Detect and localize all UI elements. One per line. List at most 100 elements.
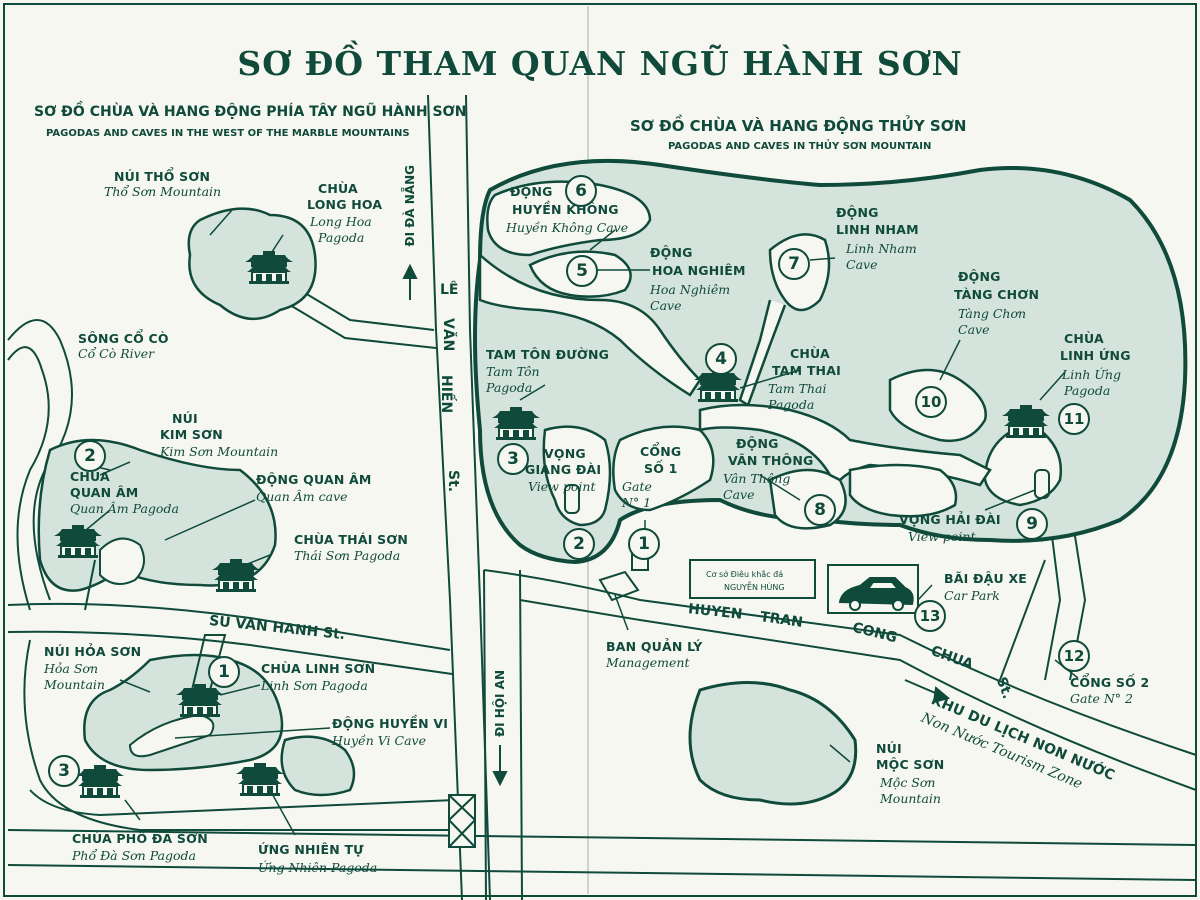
direction-arrows (402, 263, 951, 787)
label-linh-nham-vi2: LINH NHAM (836, 222, 919, 237)
road-west-loop-a (23, 639, 455, 831)
label-vong-giang-vi1: VỌNG (544, 446, 586, 461)
label-cong2-en: Gate N° 2 (1070, 691, 1133, 706)
label-tam-thai-vi2: TAM THAI (772, 363, 841, 378)
label-tang-chon-vi2: TÀNG CHƠN (954, 287, 1040, 302)
label-moc-son-vi1: NÚI (876, 741, 902, 756)
label-workshop1: Cơ sở Điêu khắc đá (706, 570, 784, 579)
label-parking-en: Car Park (944, 588, 1000, 603)
label-vong-hai-vi: VỌNG HẢI ĐÀI (899, 512, 1001, 527)
road-label-di-da-nang: ĐI ĐÀ NẴNG (403, 165, 417, 247)
marker-east-1: 1 (628, 528, 660, 560)
mountain-kim-son (37, 438, 277, 592)
road-label-di-hoi-an: ĐI HỘI AN (493, 670, 507, 737)
vong-hai-telescope (1034, 469, 1050, 499)
workshop-building (689, 559, 816, 599)
car-park-area (827, 564, 919, 614)
marker-west-1: 1 (208, 656, 240, 688)
label-vong-giang-en: View point (528, 479, 596, 494)
marker-east-8: 8 (804, 494, 836, 526)
label-van-thong-en2: Cave (723, 487, 755, 502)
marker-east-5: 5 (566, 255, 598, 287)
label-hoa-son-en2: Mountain (44, 677, 105, 692)
label-tang-chon-vi1: ĐỘNG (958, 269, 1001, 284)
label-kim-son-vi1: NÚI (172, 411, 198, 426)
label-linh-son-vi: CHÙA LINH SƠN (261, 661, 376, 676)
label-quan-am-pagoda-vi1: CHÙA (70, 469, 110, 484)
cave-huyen-vi-patch (128, 713, 215, 758)
label-long-hoa-en1: Long Hoa (310, 214, 372, 229)
marker-east-3: 3 (497, 443, 529, 475)
label-pho-da-son-vi: CHÙA PHỔ ĐÀ SƠN (72, 831, 208, 846)
label-linh-nham-vi1: ĐỘNG (836, 205, 879, 220)
east-heading-en: PAGODAS AND CAVES IN THỦY SƠN MOUNTAIN (668, 141, 932, 152)
label-hoa-nghiem-en2: Cave (650, 298, 682, 313)
pagoda-icon-tam-ton (490, 406, 542, 440)
label-vong-giang-vi2: GIANG ĐÀI (525, 462, 602, 477)
river-co-co-a (7, 319, 73, 601)
label-linh-ung-en1: Linh Ứng (1062, 367, 1121, 382)
label-quan-am-cave-en: Quan Âm cave (256, 489, 348, 504)
label-huyen-khong-en: Huyền Không Cave (506, 220, 629, 235)
path-kim-son (84, 559, 96, 611)
label-hoa-nghiem-en1: Hoa Nghiêm (650, 282, 731, 297)
marker-east-4: 4 (705, 343, 737, 375)
label-hoa-nghiem-vi2: HOA NGHIÊM (652, 263, 746, 278)
label-tam-ton-en1: Tam Tôn (486, 364, 540, 379)
label-long-hoa-vi2: LONG HOA (307, 197, 383, 212)
road-label-st: St. (445, 470, 461, 493)
thuy-son-clearings (478, 180, 1063, 530)
west-heading-en: PAGODAS AND CAVES IN THE WEST OF THE MAR… (46, 128, 410, 139)
road-bottom-b (7, 864, 1197, 881)
label-hoa-son-en1: Hỏa Sơn (44, 661, 98, 676)
marker-east-2: 2 (563, 528, 595, 560)
road-hoi-an-a (483, 569, 487, 900)
road-label-hien: HIẾN (438, 375, 454, 414)
label-linh-ung-vi2: LINH ỨNG (1060, 348, 1131, 363)
marker-east-13: 13 (914, 600, 946, 632)
label-co-co-vi: SÔNG CỔ CÒ (78, 331, 169, 346)
label-quan-am-pagoda-vi2: QUAN ÂM (70, 485, 139, 500)
label-tam-thai-vi1: CHÙA (790, 346, 830, 361)
label-moc-son-vi2: MỘC SƠN (876, 757, 945, 772)
label-tho-son-en: Thổ Sơn Mountain (104, 184, 222, 199)
label-huyen-khong-vi2: HUYỀN KHÔNG (512, 202, 619, 217)
label-linh-son-en: Linh Sơn Pagoda (261, 678, 368, 693)
road-huyen-tran-top (483, 569, 1197, 756)
label-cong1-en1: Gate (622, 479, 652, 494)
label-kim-son-vi2: KIM SƠN (160, 427, 223, 442)
label-kim-son-en: Kim Sơn Mountain (160, 444, 279, 459)
pagoda-icon-thai-son (210, 558, 262, 592)
car-icon (838, 577, 914, 611)
label-long-hoa-vi1: CHÙA (318, 181, 358, 196)
label-moc-son-en1: Mộc Sơn (880, 775, 936, 790)
road-network (7, 94, 1197, 900)
label-workshop2: NGUYỄN HÙNG (724, 583, 785, 592)
label-thai-son-vi: CHÙA THÁI SƠN (294, 532, 409, 547)
map-frame (3, 3, 1197, 897)
label-linh-nham-en1: Linh Nham (846, 241, 917, 256)
road-le-van-hien-left (427, 94, 463, 900)
label-huyen-vi-en: Huyền Vi Cave (332, 733, 426, 748)
label-ung-nhien-en: Ứng Nhiên Pagoda (258, 860, 378, 875)
marker-east-10: 10 (915, 386, 947, 418)
label-tam-ton-en2: Pagoda (486, 380, 533, 395)
label-tam-thai-en1: Tam Thai (768, 381, 827, 396)
marker-east-9: 9 (1016, 508, 1048, 540)
bridge (448, 794, 476, 848)
clearing-vong-giang (542, 425, 612, 527)
label-moc-son-en2: Mountain (880, 791, 941, 806)
marker-east-7: 7 (778, 248, 810, 280)
path-linh-nham (738, 299, 787, 407)
road-bottom-a (7, 829, 1197, 846)
pagoda-icon-quan-am (52, 524, 104, 558)
label-tam-ton-vi: TAM TÔN ĐƯỜNG (486, 347, 610, 362)
label-pho-da-son-en: Phổ Đà Sơn Pagoda (72, 848, 196, 863)
road-long-hoa-b (289, 304, 437, 349)
marker-west-3: 3 (48, 755, 80, 787)
east-heading-vi: SƠ ĐỒ CHÙA VÀ HANG ĐỘNG THỦY SƠN (630, 117, 967, 135)
west-heading-vi: SƠ ĐỒ CHÙA VÀ HANG ĐỘNG PHÍA TÂY NGŨ HÀN… (34, 104, 467, 120)
road-label-van: VĂN (440, 318, 456, 352)
pagoda-icon-ung-nhien (234, 762, 286, 796)
